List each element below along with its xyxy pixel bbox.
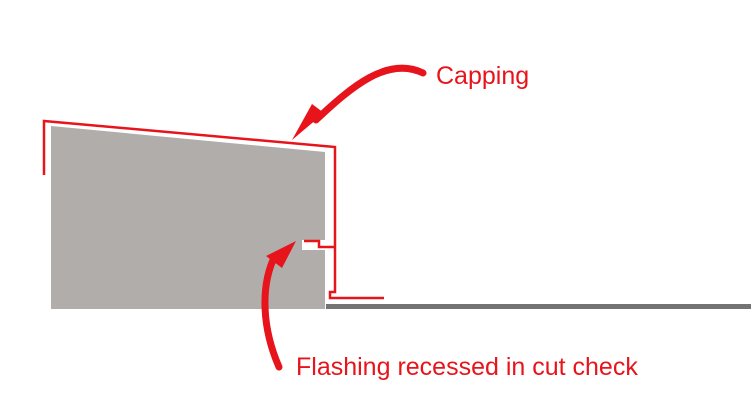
capping-flashing — [42, 119, 384, 300]
capping-arrow-shaft — [312, 64, 427, 124]
capping-arrow-head — [292, 104, 324, 140]
capping-label: Capping — [436, 62, 529, 90]
parapet-wall — [51, 126, 325, 309]
roof-surface-line — [326, 304, 751, 309]
cut-check-flashing — [304, 239, 335, 249]
flashing-arrow-head — [266, 241, 296, 268]
flashing-label: Flashing recessed in cut check — [296, 353, 638, 381]
flashing-arrow-shaft — [261, 256, 283, 371]
